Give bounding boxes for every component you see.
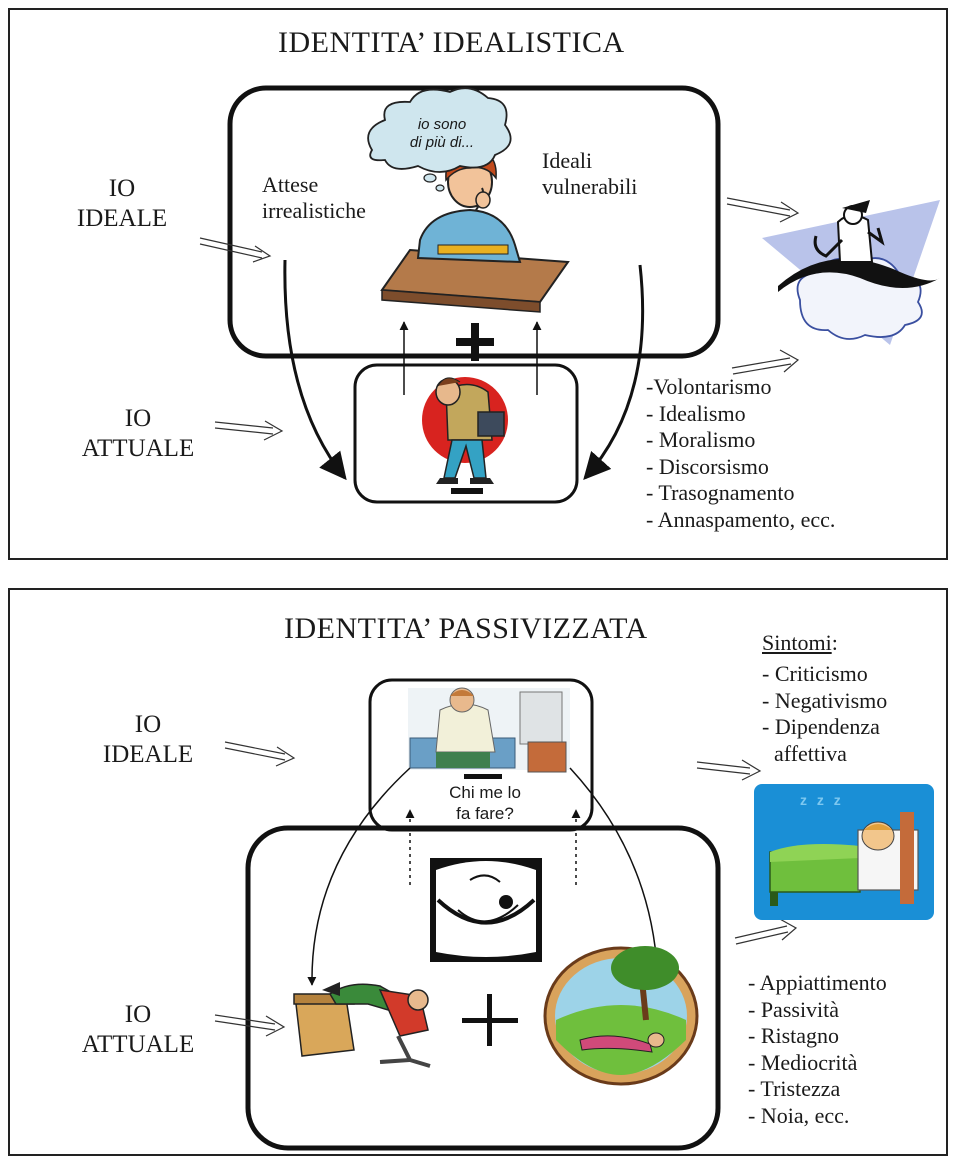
actual-self-box — [353, 363, 579, 504]
thought-bubble-text: io sono di più di... — [392, 116, 492, 152]
list-item: - Dipendenza — [762, 714, 880, 739]
title-idealistic-identity: IDENTITA’ IDEALISTICA — [278, 26, 625, 59]
ideali-line-2: vulnerabili — [542, 174, 638, 199]
attese-line-2: irrealistiche — [262, 198, 366, 223]
list-item: - Noia, ecc. — [748, 1102, 850, 1128]
attese-line-1: Attese — [262, 172, 319, 197]
man-hammock-icon — [430, 858, 542, 962]
list-item: - Idealismo — [646, 400, 746, 426]
label-io-attuale-top: IO ATTUALE — [58, 404, 218, 464]
list-item: - Negativismo — [762, 687, 888, 713]
label-io-attuale-bottom: IO ATTUALE — [58, 1000, 218, 1060]
left-curved-arrow — [283, 259, 347, 481]
bubble-line-2: di più di... — [409, 134, 475, 151]
caption-line-2: fa fare? — [456, 804, 514, 823]
curved-arrow-bottom-left — [307, 767, 411, 986]
label-io: IO — [124, 405, 152, 432]
list-item: - Mediocrità — [748, 1049, 858, 1075]
list-item: -Volontarismo — [646, 374, 772, 399]
minus-sign-bottom — [464, 774, 502, 779]
list-item: - Criticismo — [762, 661, 868, 686]
sintomi-list: - Criticismo - Negativismo - Dipendenza … — [762, 661, 887, 767]
man-feet-on-desk-icon — [293, 982, 431, 1068]
list-item: - Tristezza — [748, 1076, 841, 1101]
pointer-arrow-attuale-top — [214, 420, 284, 441]
tired-man-couch-icon — [408, 687, 570, 773]
label-ideali-vulnerabili: Ideali vulnerabili — [542, 148, 637, 200]
panel-passive-identity — [8, 588, 948, 1156]
bubble-line-1: io sono — [417, 116, 467, 133]
actual-self-box-bottom — [245, 825, 721, 1151]
list-item: - Trasognamento — [646, 480, 795, 505]
symptom-list-top: -Volontarismo - Idealismo - Moralismo - … — [646, 374, 835, 533]
sintomi-colon: : — [831, 630, 838, 655]
list-item: - Moralismo — [646, 427, 756, 452]
label-attuale: ATTUALE — [81, 435, 195, 462]
list-item: - Passività — [748, 996, 840, 1022]
thought-bubble-icon — [367, 87, 512, 192]
label-ideale: IDEALE — [102, 741, 194, 768]
sleeping-child-bed-icon — [754, 784, 934, 920]
list-item: - Ristagno — [748, 1023, 840, 1048]
panel-idealistic-identity — [8, 8, 948, 560]
sad-man-icon — [422, 377, 508, 484]
list-item: affettiva — [774, 740, 847, 766]
label-io: IO — [134, 711, 162, 738]
title-passive-identity: IDENTITA’ PASSIVIZZATA — [284, 612, 648, 645]
label-io: IO — [108, 175, 136, 202]
minus-sign-top — [451, 488, 483, 494]
list-item: - Appiattimento — [748, 970, 887, 995]
pointer-arrow-attuale-bottom — [214, 1014, 286, 1037]
right-curved-arrow — [583, 264, 645, 481]
pointer-arrow-ideale-top — [199, 237, 272, 263]
plus-sign-bottom — [462, 994, 518, 1046]
pointer-arrow-right-bottom-2 — [734, 917, 798, 945]
man-sleeping-grass-icon — [543, 946, 699, 1086]
label-attuale: ATTUALE — [81, 1031, 195, 1058]
pointer-arrow-right-bottom-1 — [696, 759, 762, 781]
thinking-student-icon — [380, 149, 570, 313]
caption-chi-me-lo-fa-fare: Chi me lo fa fare? — [420, 782, 550, 824]
sintomi-label: Sintomi — [762, 630, 832, 655]
plus-sign-top — [456, 323, 494, 361]
sintomi-heading: Sintomi: — [762, 630, 838, 656]
pointer-arrow-ideale-bottom — [224, 741, 296, 767]
flying-man-cloud-icon — [762, 200, 940, 345]
list-item: - Discorsismo — [646, 453, 769, 479]
pointer-arrow-right-top-1 — [726, 197, 800, 223]
label-io-ideale-top: IO IDEALE — [62, 174, 182, 234]
caption-line-1: Chi me lo — [449, 783, 521, 802]
pointer-arrow-right-top-2 — [731, 349, 800, 375]
label-ideale: IDEALE — [76, 205, 168, 232]
zzz-text: z z z — [800, 792, 844, 808]
label-io-ideale-bottom: IO IDEALE — [78, 710, 218, 770]
ideali-line-1: Ideali — [542, 148, 593, 173]
symptom-list-bottom: - Appiattimento - Passività - Ristagno -… — [748, 970, 887, 1129]
label-io: IO — [124, 1001, 152, 1028]
label-attese-irrealistiche: Attese irrealistiche — [262, 172, 366, 224]
list-item: - Annaspamento, ecc. — [646, 506, 836, 532]
